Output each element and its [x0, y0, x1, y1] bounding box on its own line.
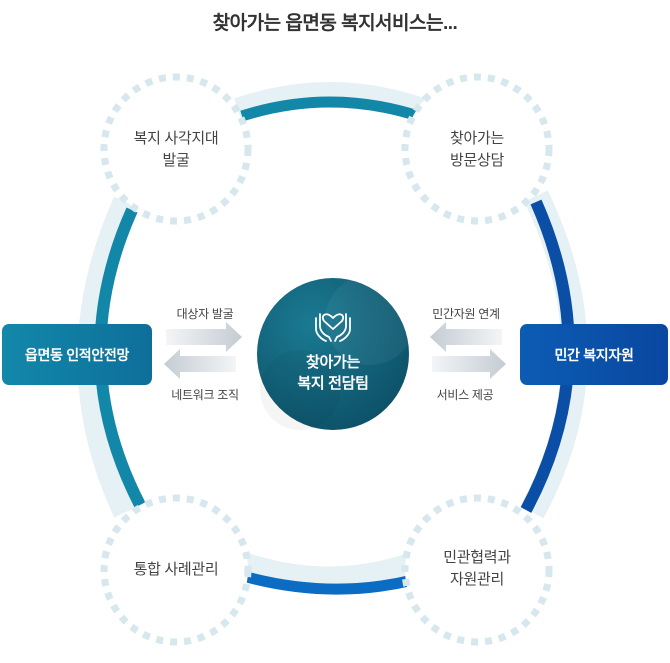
node-circle-bottom-left	[100, 494, 252, 646]
arrow-left-top	[166, 322, 242, 352]
arrow-right-bottom	[432, 349, 506, 379]
arrow-label-right-bottom: 서비스 제공	[436, 388, 494, 402]
node-bottom-right-line2: 자원관리	[449, 571, 504, 588]
node-bottom-right: 민관협력과 자원관리	[407, 547, 547, 591]
right-box-label: 민간 복지자원	[554, 346, 634, 363]
arrow-label-left-top: 대상자 발굴	[176, 307, 234, 321]
center-label-line1: 찾아가는	[305, 354, 360, 371]
page-title: 찾아가는 읍면동 복지서비스는...	[212, 13, 458, 34]
arc-bottom	[233, 550, 423, 595]
arc-top	[234, 82, 426, 122]
left-box-safety-net: 읍면동 인적안전망	[2, 324, 152, 385]
node-circle-bottom-right	[401, 494, 553, 646]
node-top-right-line1: 찾아가는	[449, 130, 504, 147]
center-circle	[257, 278, 409, 430]
arrow-label-right-top: 민간자원 연계	[432, 307, 500, 321]
node-bottom-right-line1: 민관협력과	[443, 549, 511, 566]
node-top-right-line2: 방문상담	[449, 152, 504, 169]
node-top-right: 찾아가는 방문상담	[407, 128, 547, 172]
node-bottom-left: 통합 사례관리	[106, 559, 246, 581]
hands-heart-icon	[315, 313, 351, 342]
node-circle-top-left	[100, 73, 252, 225]
right-box-private-resources: 민간 복지자원	[520, 324, 668, 385]
node-bottom-left-line1: 통합 사례관리	[133, 561, 219, 578]
arrow-label-left-bottom: 네트워크 조직	[171, 388, 239, 402]
left-box-label: 읍면동 인적안전망	[24, 346, 130, 363]
center-label: 찾아가는 복지 전담팀	[255, 352, 411, 394]
node-top-left-line1: 복지 사각지대	[133, 130, 219, 147]
node-circle-top-right	[401, 73, 553, 225]
node-top-left-line2: 발굴	[162, 152, 190, 169]
arrow-left-bottom	[164, 349, 236, 379]
node-top-left: 복지 사각지대 발굴	[106, 128, 246, 172]
arrow-right-top	[430, 322, 502, 352]
center-label-line2: 복지 전담팀	[297, 375, 369, 392]
